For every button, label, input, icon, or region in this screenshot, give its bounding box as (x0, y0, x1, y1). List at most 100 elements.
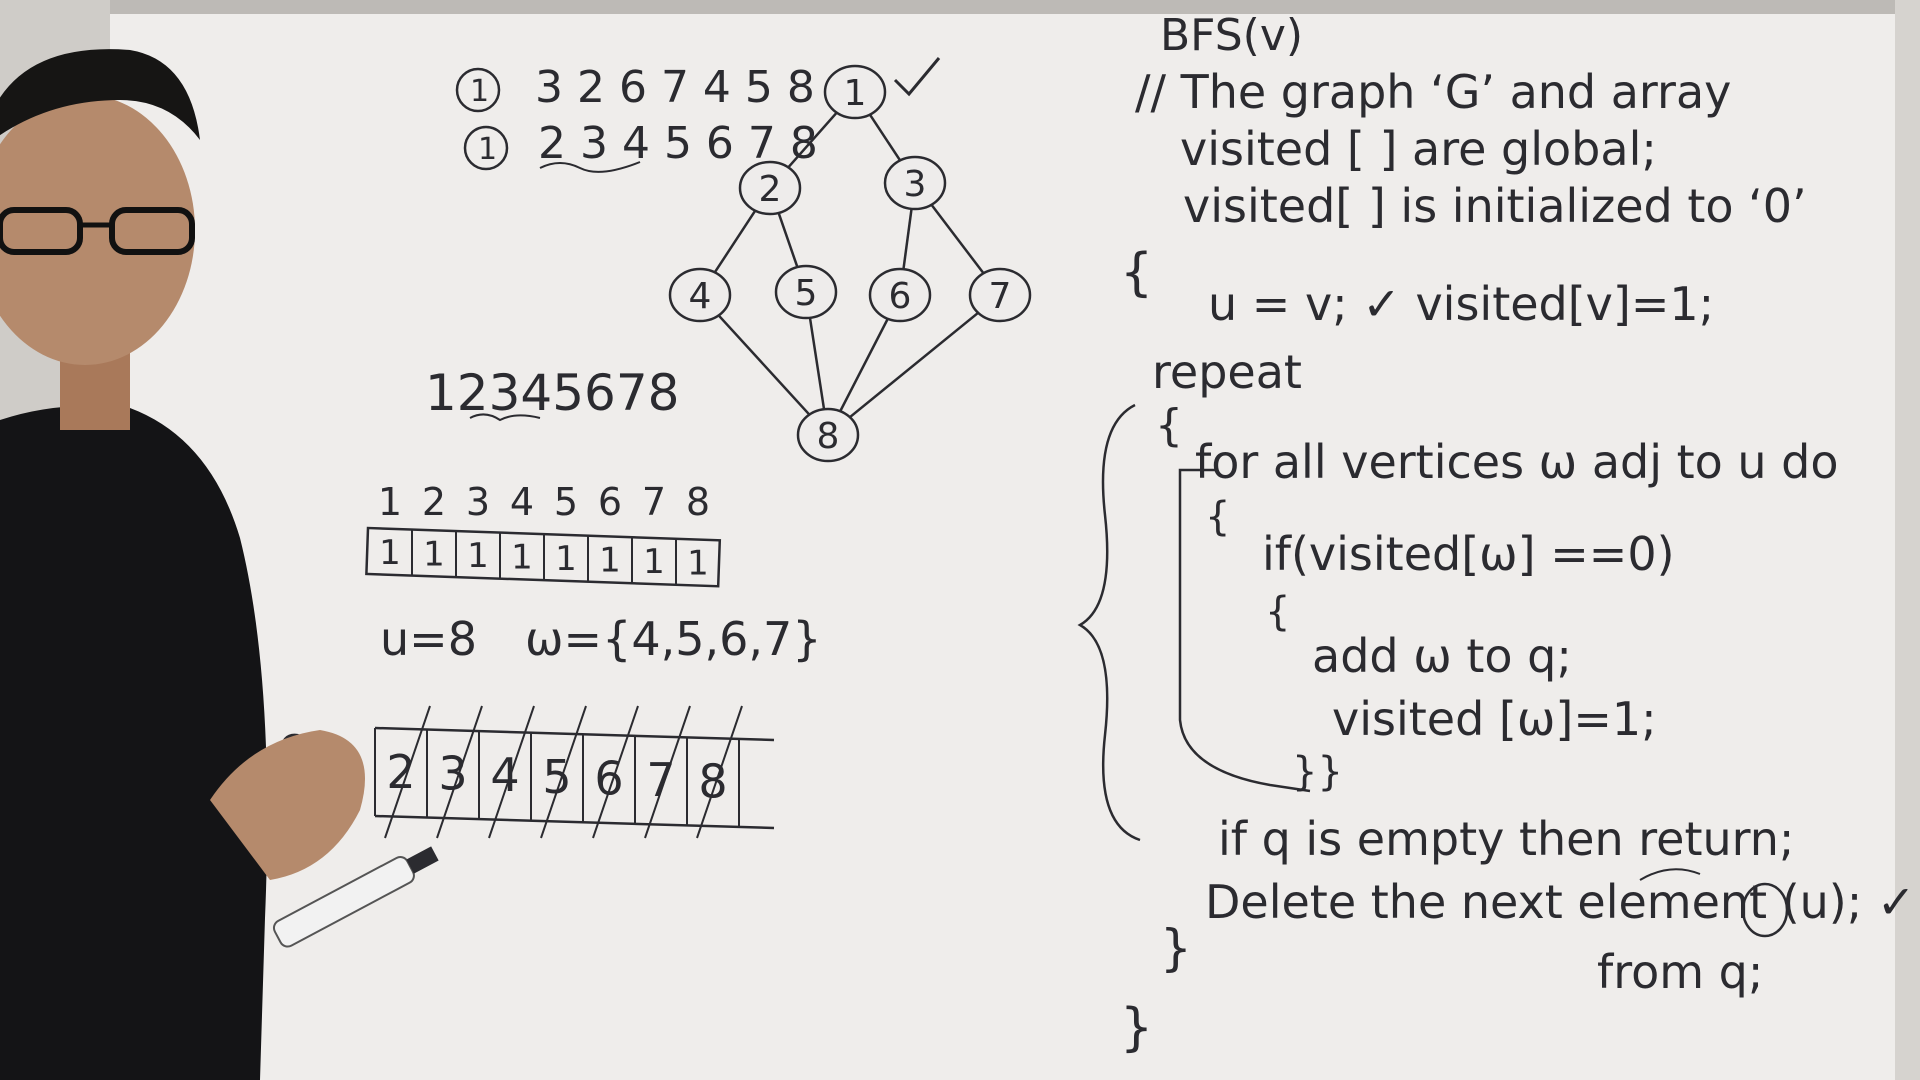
algo-comment-1: // The graph ‘G’ and array (1135, 65, 1731, 119)
order-row-2-start-circle (463, 125, 509, 171)
algo-for-line: for all vertices ω adj to u do (1195, 435, 1839, 489)
graph-node-circle (883, 155, 947, 211)
order-row-2-start: 1 (478, 132, 497, 167)
graph-node-circle (796, 407, 860, 463)
algo-from-line: from q; (1597, 945, 1763, 999)
array-index: 6 (598, 480, 622, 524)
graph-nodes: 1 2 3 4 5 6 7 8 (668, 64, 1032, 463)
u-value: u=8 (380, 612, 477, 666)
repeat-big-brace (1077, 403, 1141, 842)
array-index: 2 (422, 480, 446, 524)
glasses-left-lens (0, 207, 83, 255)
order-row-1-start-circle (455, 67, 501, 113)
graph-node-label: 7 (989, 276, 1012, 317)
graph-node-label: 4 (689, 276, 712, 317)
marker-icon (272, 846, 439, 948)
array-cell-value: 1 (555, 539, 577, 579)
algo-for-open: { (1205, 494, 1230, 540)
sequence-text: 12345678 (425, 364, 680, 422)
array-index: 4 (510, 480, 534, 524)
array-cell-value: 1 (511, 538, 533, 578)
presenter-hand (210, 730, 365, 880)
graph: 1 2 3 4 5 6 7 8 (668, 57, 1032, 463)
graph-edge (808, 317, 826, 410)
graph-node-label: 5 (795, 273, 818, 314)
graph-edges (713, 110, 986, 420)
graph-node-circle (968, 267, 1032, 323)
array-index: 7 (642, 480, 666, 524)
array-cell-value: 1 (643, 542, 665, 582)
queue-strike (592, 705, 639, 839)
graph-edge (777, 212, 799, 268)
queue-strike (436, 705, 483, 839)
w-set: ω={4,5,6,7} (525, 612, 822, 666)
algo-close-brace: } (1120, 998, 1153, 1058)
board-frame-right (1895, 0, 1920, 1080)
graph-node-label: 8 (817, 416, 840, 457)
queue: Q. 2345678 (278, 705, 775, 839)
order-row-2-rest: 2 3 4 5 6 7 8 (538, 118, 818, 169)
algo-open-brace: { (1120, 243, 1153, 303)
queue-strike (644, 705, 691, 839)
array-index: 1 (378, 480, 402, 524)
graph-node-circle (823, 64, 887, 120)
queue-top-line (374, 726, 775, 742)
algo-if-open: { (1265, 589, 1290, 635)
queue-strike (384, 705, 431, 839)
queue-strike (696, 705, 743, 839)
graph-node-label: 2 (759, 169, 782, 210)
algo-if-line: if(visited[ω] ==0) (1262, 527, 1675, 581)
array-cell-value: 1 (599, 541, 621, 581)
glasses-right-lens (109, 207, 195, 255)
graph-node-label: 1 (844, 73, 867, 114)
algo-inner-close: }} (1292, 749, 1343, 795)
algo-empty-line: if q is empty then return; (1218, 812, 1794, 866)
algo-repeat: repeat (1152, 345, 1302, 399)
algo-init: u = v; ✓ visited[v]=1; (1208, 277, 1714, 331)
traversal-orders: 1 3 2 6 7 4 5 8 1 2 3 4 5 6 7 8 12345678 (425, 62, 818, 422)
sequence-underline (469, 413, 541, 422)
graph-node-circle (868, 267, 932, 323)
algo-title: BFS(v) (1160, 10, 1303, 61)
graph-edge (847, 310, 981, 420)
presenter-face (0, 95, 195, 365)
algo-delete-line: Delete the next element (u); ✓ (1205, 875, 1915, 929)
array-index: 5 (554, 480, 578, 524)
check-mark-icon (893, 57, 941, 97)
presenter (0, 49, 439, 1080)
array-cell-value: 1 (423, 535, 445, 575)
algo-comment-3: visited[ ] is initialized to ‘0’ (1183, 179, 1807, 233)
array-index: 8 (686, 480, 710, 524)
algo-repeat-close: } (1160, 919, 1192, 977)
graph-edge (716, 313, 812, 417)
graph-node-circle (738, 160, 802, 216)
queue-cell: 5 (542, 750, 571, 804)
array-cell-value: 1 (379, 533, 401, 573)
graph-node-circle (774, 264, 838, 320)
graph-edge (902, 208, 913, 270)
u-circle (1741, 882, 1789, 938)
graph-node-label: 3 (904, 164, 927, 205)
algo-add-line: add ω to q; (1312, 629, 1572, 683)
graph-edge (838, 317, 890, 413)
queue-bottom-line (374, 814, 775, 830)
graph-edge (929, 202, 986, 276)
array-cell-value: 1 (467, 536, 489, 576)
order-row-1-start: 1 (470, 74, 489, 109)
presenter-hair (0, 49, 200, 140)
graph-edge (868, 113, 902, 162)
graph-node-label: 6 (889, 276, 912, 317)
algo-comment-2: visited [ ] are global; (1180, 122, 1657, 176)
array-cell-value: 1 (687, 544, 709, 584)
queue-strike (488, 705, 535, 839)
presenter-shirt (0, 405, 268, 1080)
board-frame-top (110, 0, 1920, 14)
graph-edge (786, 110, 839, 170)
algorithm: BFS(v) // The graph ‘G’ and array visite… (1077, 10, 1915, 1058)
array-index: 3 (466, 480, 490, 524)
